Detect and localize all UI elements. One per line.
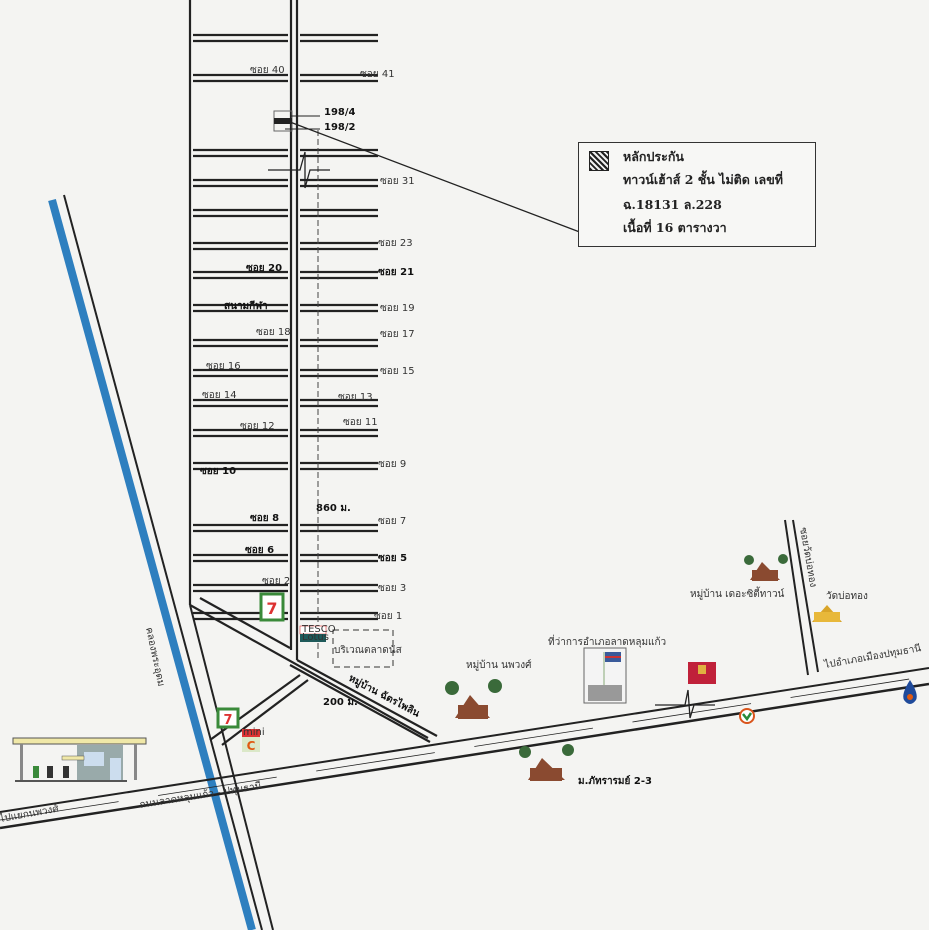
temple-icon bbox=[812, 605, 842, 622]
legend-line2: ฉ.18131 ล.228 bbox=[623, 197, 722, 212]
house-icon bbox=[519, 744, 574, 781]
s21-label: ซอย 21 bbox=[378, 267, 414, 278]
legend-line1: ทาวน์เฮ้าส์ 2 ชั้น ไม่ติด เลขที่ bbox=[623, 172, 783, 187]
temple-label: วัดบ่อทอง bbox=[826, 591, 868, 602]
s11-label: ซอย 11 bbox=[343, 417, 378, 428]
s40-label: ซอย 40 bbox=[250, 65, 285, 76]
stadium-label: สนามกีฬา bbox=[224, 300, 268, 312]
s6-label: ซอย 6 bbox=[245, 545, 274, 556]
property-hatch bbox=[274, 118, 292, 124]
district-office-icon bbox=[583, 647, 627, 704]
temple-road bbox=[784, 519, 819, 676]
house-icon bbox=[744, 554, 788, 581]
lotus-express-icon bbox=[299, 625, 327, 642]
s12-label: ซอย 12 bbox=[240, 421, 275, 432]
canal bbox=[48, 198, 256, 930]
district-office-label: ที่ว่าการอำเภอลาดหลุมแก้ว bbox=[548, 634, 666, 648]
d200-label: 200 ม. bbox=[323, 697, 358, 708]
svg-text:7: 7 bbox=[266, 599, 277, 618]
s17-label: ซอย 17 bbox=[380, 329, 415, 340]
canal-road bbox=[63, 194, 274, 930]
d860-label: 860 ม. bbox=[316, 503, 351, 514]
soi-network bbox=[188, 0, 438, 746]
s15-label: ซอย 15 bbox=[380, 366, 415, 377]
to-junction-label: ไปแยกนพวงศ์ bbox=[0, 803, 60, 826]
village-nop-label: หมู่บ้าน นพวงศ์ bbox=[466, 659, 532, 671]
main-road bbox=[0, 667, 929, 830]
hatched-square-icon bbox=[589, 151, 609, 171]
seven-eleven-icon: 7 bbox=[216, 707, 240, 729]
main-road-label: ถนนลาดหลุมแก้ว - ปทุมธานี bbox=[139, 780, 263, 811]
to-pathum-label: ไปอำเภอเมืองปทุมธานี bbox=[822, 642, 922, 671]
soi-temple-label: ซอยวัดบ่อทอง bbox=[797, 527, 818, 589]
s7-label: ซอย 7 bbox=[378, 516, 406, 527]
legend-box: หลักประกัน ทาวน์เฮ้าส์ 2 ชั้น ไม่ติด เลข… bbox=[578, 142, 816, 247]
s1-label: ซอย 1 bbox=[374, 611, 402, 622]
s16-label: ซอย 16 bbox=[206, 361, 241, 372]
a-label: 198/4 bbox=[324, 107, 356, 118]
bank-icon bbox=[688, 662, 716, 684]
b-label: 198/2 bbox=[324, 122, 356, 133]
kasikorn-bank-icon bbox=[739, 708, 755, 724]
s9-label: ซอย 9 bbox=[378, 459, 406, 470]
s13-label: ซอย 13 bbox=[338, 392, 373, 403]
seven-eleven-icon: 7 bbox=[259, 592, 285, 622]
village-city-label: หมู่บ้าน เดอะซิตี้ทาวน์ bbox=[690, 586, 785, 600]
gas-station-icon bbox=[12, 737, 147, 782]
mini-c-icon: C bbox=[242, 729, 260, 753]
s14-label: ซอย 14 bbox=[202, 390, 237, 401]
s3-label: ซอย 3 bbox=[378, 583, 406, 594]
ptt-icon bbox=[903, 680, 917, 704]
break-symbol bbox=[655, 689, 715, 719]
legend-line3: เนื้อที่ 16 ตารางวา bbox=[623, 220, 727, 235]
canal-label: คลองพระอุดม bbox=[143, 626, 166, 687]
house-icon bbox=[445, 679, 502, 719]
s41-label: ซอย 41 bbox=[360, 69, 395, 80]
svg-text:C: C bbox=[247, 739, 256, 753]
lotus-brand-label: Lotus bbox=[302, 632, 329, 643]
s31-label: ซอย 31 bbox=[380, 176, 415, 187]
svg-text:7: 7 bbox=[223, 713, 232, 728]
legend-title: หลักประกัน bbox=[623, 149, 684, 164]
s23-label: ซอย 23 bbox=[378, 238, 413, 249]
market-label: บริเวณตลาดนัส bbox=[334, 645, 402, 656]
break-symbol bbox=[268, 151, 330, 189]
market-area bbox=[332, 629, 394, 668]
s5-label: ซอย 5 bbox=[378, 553, 407, 564]
village-phat-label: ม.ภัทรารมย์ 2-3 bbox=[578, 775, 652, 787]
s8-label: ซอย 8 bbox=[250, 513, 279, 524]
s10-label: ซอย 10 bbox=[200, 466, 236, 477]
s2-label: ซอย 2 bbox=[262, 576, 290, 587]
s18-label: ซอย 18 bbox=[256, 327, 291, 338]
s19-label: ซอย 19 bbox=[380, 303, 415, 314]
mini-label: mini bbox=[243, 727, 265, 738]
soi-roads bbox=[193, 33, 378, 621]
lotus-top-label: TESCO bbox=[301, 624, 336, 635]
s20-label: ซอย 20 bbox=[246, 263, 282, 274]
legend-pointer bbox=[289, 121, 607, 243]
